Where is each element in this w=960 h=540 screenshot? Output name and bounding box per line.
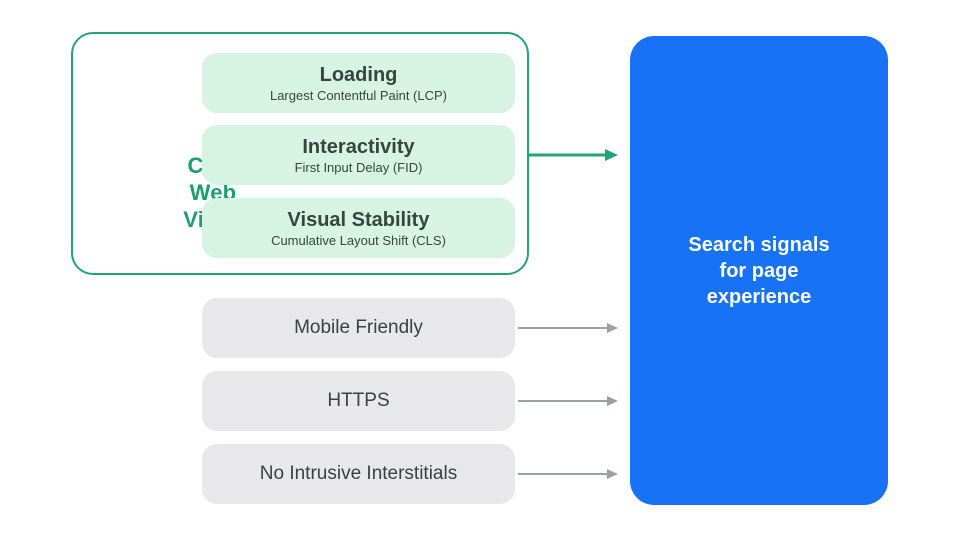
arrow-head-icon [607,396,618,406]
arrow-head-icon [607,469,618,479]
arrow-shaft [518,473,607,475]
pill-no-intrusive-interstitials: No Intrusive Interstitials [202,444,515,504]
pill-interactivity-title: Interactivity [302,135,415,158]
pill-https: HTTPS [202,371,515,431]
arrow-https [518,393,618,409]
pill-visual-stability-title: Visual Stability [287,208,430,231]
arrow-no-intrusive-interstitials [518,466,618,482]
arrow-shaft [518,327,607,329]
pill-interactivity-subtitle: First Input Delay (FID) [294,159,423,175]
pill-visual-stability-subtitle: Cumulative Layout Shift (CLS) [271,232,446,248]
pill-loading: Loading Largest Contentful Paint (LCP) [202,53,515,113]
arrow-head-icon [605,149,618,161]
pill-no-intrusive-interstitials-label: No Intrusive Interstitials [259,463,458,484]
search-signals-label: Search signals for page experience [688,233,830,308]
arrow-shaft [529,153,606,157]
arrow-core-web-vitals [529,147,618,163]
pill-https-label: HTTPS [327,390,390,411]
arrow-head-icon [607,323,618,333]
pill-mobile-friendly: Mobile Friendly [202,298,515,358]
pill-loading-subtitle: Largest Contentful Paint (LCP) [269,87,448,103]
arrow-mobile-friendly [518,320,618,336]
pill-mobile-friendly-label: Mobile Friendly [294,317,423,338]
search-signals-box: Search signals for page experience [630,36,888,505]
pill-visual-stability: Visual Stability Cumulative Layout Shift… [202,198,515,258]
pill-loading-title: Loading [319,63,398,86]
pill-interactivity: Interactivity First Input Delay (FID) [202,125,515,185]
arrow-shaft [518,400,607,402]
